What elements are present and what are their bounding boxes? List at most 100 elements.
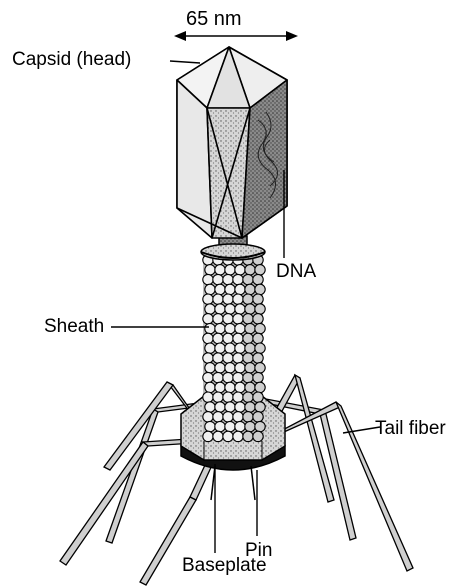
sheath-bead xyxy=(253,294,263,304)
sheath-bead xyxy=(225,343,235,353)
sheath-bead xyxy=(225,323,235,333)
sheath-bead xyxy=(243,372,253,382)
sheath-bead xyxy=(203,392,213,402)
sheath-bead xyxy=(215,284,225,294)
sheath-bead xyxy=(243,431,253,441)
sheath-bead xyxy=(255,343,265,353)
sheath-bead xyxy=(243,274,253,284)
sheath-bead xyxy=(255,402,265,412)
sheath-bead xyxy=(223,314,233,324)
sheath-bead xyxy=(233,333,243,343)
dimension-label: 65 nm xyxy=(186,9,242,29)
sheath-bead xyxy=(253,353,263,363)
dna-label: DNA xyxy=(276,262,316,281)
sheath-bead xyxy=(213,314,223,324)
sheath-bead xyxy=(203,294,213,304)
sheath-bead xyxy=(245,323,255,333)
sheath-bead xyxy=(205,421,215,431)
sheath-bead xyxy=(203,412,213,422)
sheath-bead xyxy=(205,284,215,294)
sheath-bead xyxy=(253,314,263,324)
sheath-bead xyxy=(215,265,225,275)
sheath-bead xyxy=(223,372,233,382)
sheath xyxy=(203,255,265,442)
sheath-bead xyxy=(223,333,233,343)
sheath-bead xyxy=(255,304,265,314)
sheath-bead xyxy=(225,363,235,373)
sheath-bead xyxy=(205,382,215,392)
sheath-bead xyxy=(203,274,213,284)
sheath-bead xyxy=(215,343,225,353)
sheath-bead xyxy=(245,265,255,275)
sheath-bead xyxy=(235,265,245,275)
capsid xyxy=(177,47,287,238)
dimension-arrow xyxy=(174,31,298,41)
sheath-bead xyxy=(243,392,253,402)
sheath-bead xyxy=(213,274,223,284)
sheath-bead xyxy=(255,363,265,373)
sheath-bead xyxy=(223,392,233,402)
sheath-bead xyxy=(235,363,245,373)
sheath-bead xyxy=(233,372,243,382)
sheath-bead xyxy=(223,274,233,284)
sheath-bead xyxy=(215,402,225,412)
sheath-bead xyxy=(255,323,265,333)
sheath-bead xyxy=(213,353,223,363)
sheath-bead xyxy=(205,323,215,333)
sheath-bead xyxy=(213,372,223,382)
sheath-bead xyxy=(213,392,223,402)
sheath-bead xyxy=(203,353,213,363)
sheath-bead xyxy=(203,431,213,441)
sheath-bead xyxy=(233,353,243,363)
sheath-bead xyxy=(205,363,215,373)
sheath-bead xyxy=(233,314,243,324)
sheath-bead xyxy=(243,294,253,304)
sheath-bead xyxy=(233,392,243,402)
sheath-bead xyxy=(253,392,263,402)
sheath-bead xyxy=(225,304,235,314)
sheath-bead xyxy=(253,274,263,284)
sheath-bead xyxy=(235,323,245,333)
sheath-bead xyxy=(223,412,233,422)
sheath-bead xyxy=(225,265,235,275)
sheath-bead xyxy=(245,343,255,353)
sheath-bead xyxy=(213,431,223,441)
sheath-bead xyxy=(205,304,215,314)
sheath-bead xyxy=(235,421,245,431)
sheath-bead xyxy=(253,431,263,441)
sheath-bead xyxy=(233,294,243,304)
sheath-bead xyxy=(235,343,245,353)
sheath-bead xyxy=(225,421,235,431)
sheath-bead xyxy=(253,412,263,422)
sheath-bead xyxy=(255,382,265,392)
sheath-bead xyxy=(233,412,243,422)
sheath-bead xyxy=(205,265,215,275)
sheath-bead xyxy=(215,363,225,373)
sheath-bead xyxy=(255,284,265,294)
capsid-leader xyxy=(170,61,200,63)
sheath-bead xyxy=(215,421,225,431)
sheath-bead xyxy=(215,323,225,333)
sheath-bead xyxy=(203,333,213,343)
sheath-bead xyxy=(225,284,235,294)
sheath-bead xyxy=(213,333,223,343)
sheath-bead xyxy=(235,402,245,412)
sheath-bead xyxy=(225,402,235,412)
sheath-bead xyxy=(205,402,215,412)
sheath-bead xyxy=(245,284,255,294)
collar xyxy=(201,236,265,260)
sheath-bead xyxy=(245,402,255,412)
sheath-label: Sheath xyxy=(44,317,104,336)
sheath-bead xyxy=(243,412,253,422)
sheath-bead xyxy=(213,412,223,422)
sheath-bead xyxy=(223,353,233,363)
sheath-bead xyxy=(245,382,255,392)
sheath-bead xyxy=(253,333,263,343)
sheath-bead xyxy=(255,265,265,275)
sheath-bead xyxy=(215,382,225,392)
sheath-bead xyxy=(233,274,243,284)
sheath-bead xyxy=(223,431,233,441)
sheath-bead xyxy=(225,382,235,392)
sheath-bead xyxy=(245,304,255,314)
baseplate-label: Baseplate xyxy=(182,556,267,575)
